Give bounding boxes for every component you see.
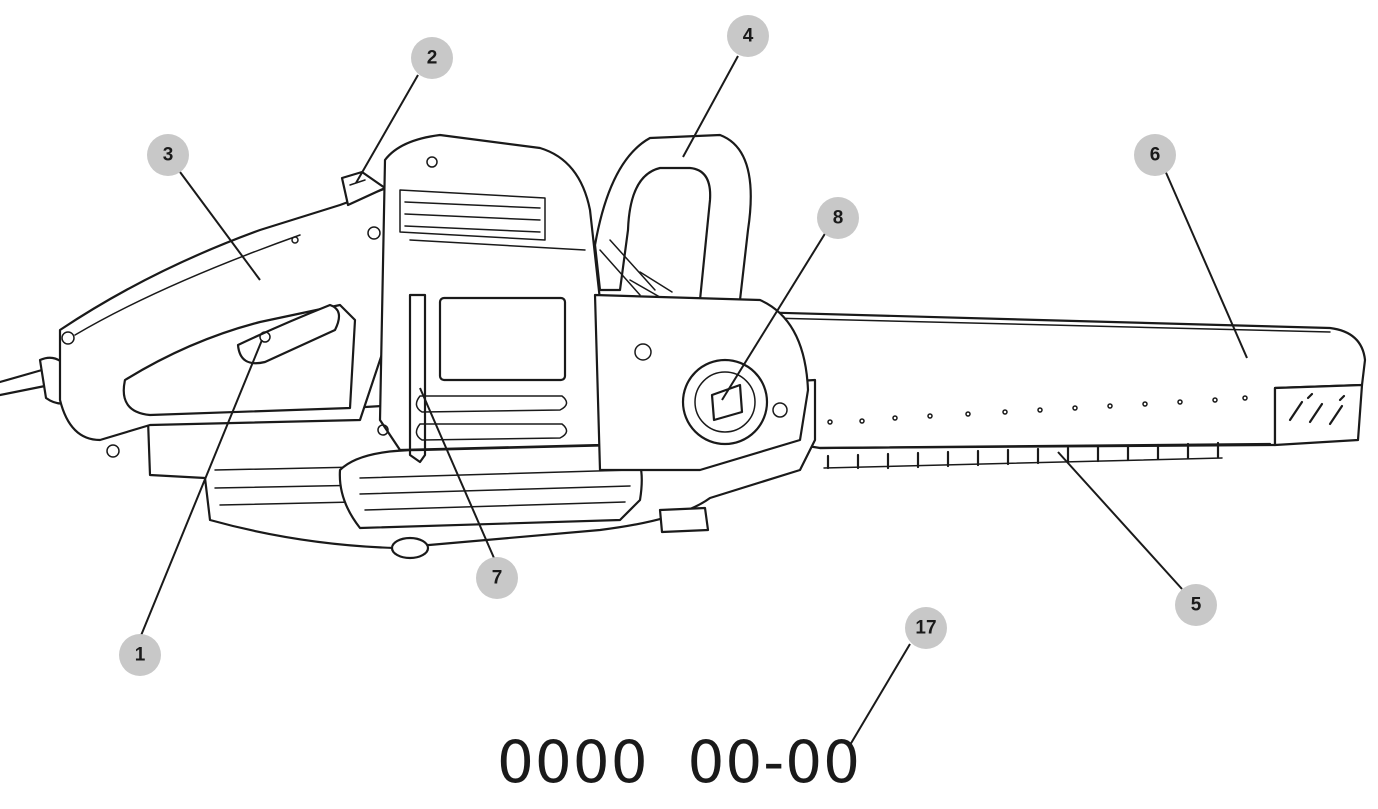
bar-rivets [827, 395, 1248, 425]
leader-6 [1163, 167, 1248, 359]
motor-housing [367, 133, 602, 452]
front-handle [593, 133, 752, 307]
leader-17 [849, 643, 911, 746]
callout-7-circle [476, 557, 518, 599]
callout-7: 7 [476, 557, 518, 599]
callout-2-circle [411, 37, 453, 79]
callout-1-label: 1 [135, 645, 146, 666]
leader-7 [419, 387, 495, 559]
callout-2-label: 2 [427, 48, 438, 69]
leader-1 [139, 339, 263, 639]
leader-5 [1057, 451, 1183, 590]
trigger-switch [236, 303, 341, 365]
leader-4 [682, 55, 739, 158]
callout-4-label: 4 [743, 26, 754, 47]
callout-5-circle [1175, 584, 1217, 626]
callout-8-circle [817, 197, 859, 239]
date-code: 0000 00-00 [497, 728, 862, 796]
callout-6-label: 6 [1150, 145, 1161, 166]
callout-6-circle [1134, 134, 1176, 176]
hex-key [408, 293, 427, 464]
callout-17: 17 [905, 607, 947, 649]
callout-3: 3 [147, 134, 189, 176]
callout-17-label: 17 [915, 618, 936, 639]
leader-lines [139, 55, 1248, 746]
callout-5: 5 [1175, 584, 1217, 626]
saw-chain [818, 441, 1272, 470]
callout-8: 8 [817, 197, 859, 239]
leader-2 [355, 74, 419, 184]
tensioning-knob [681, 358, 769, 446]
callout-3-label: 3 [163, 145, 174, 166]
callout-5-label: 5 [1191, 595, 1202, 616]
callout-2: 2 [411, 37, 453, 79]
callout-1: 1 [119, 634, 161, 676]
callout-8-label: 8 [833, 208, 844, 229]
callout-6: 6 [1134, 134, 1176, 176]
callout-3-circle [147, 134, 189, 176]
callout-4-circle [727, 15, 769, 57]
leader-3 [179, 171, 261, 281]
callout-1-circle [119, 634, 161, 676]
callout-17-circle [905, 607, 947, 649]
leader-8 [721, 231, 827, 401]
callout-4: 4 [727, 15, 769, 57]
bar-slots [1288, 392, 1346, 426]
guide-bar [748, 310, 1367, 450]
callout-7-label: 7 [492, 568, 503, 589]
